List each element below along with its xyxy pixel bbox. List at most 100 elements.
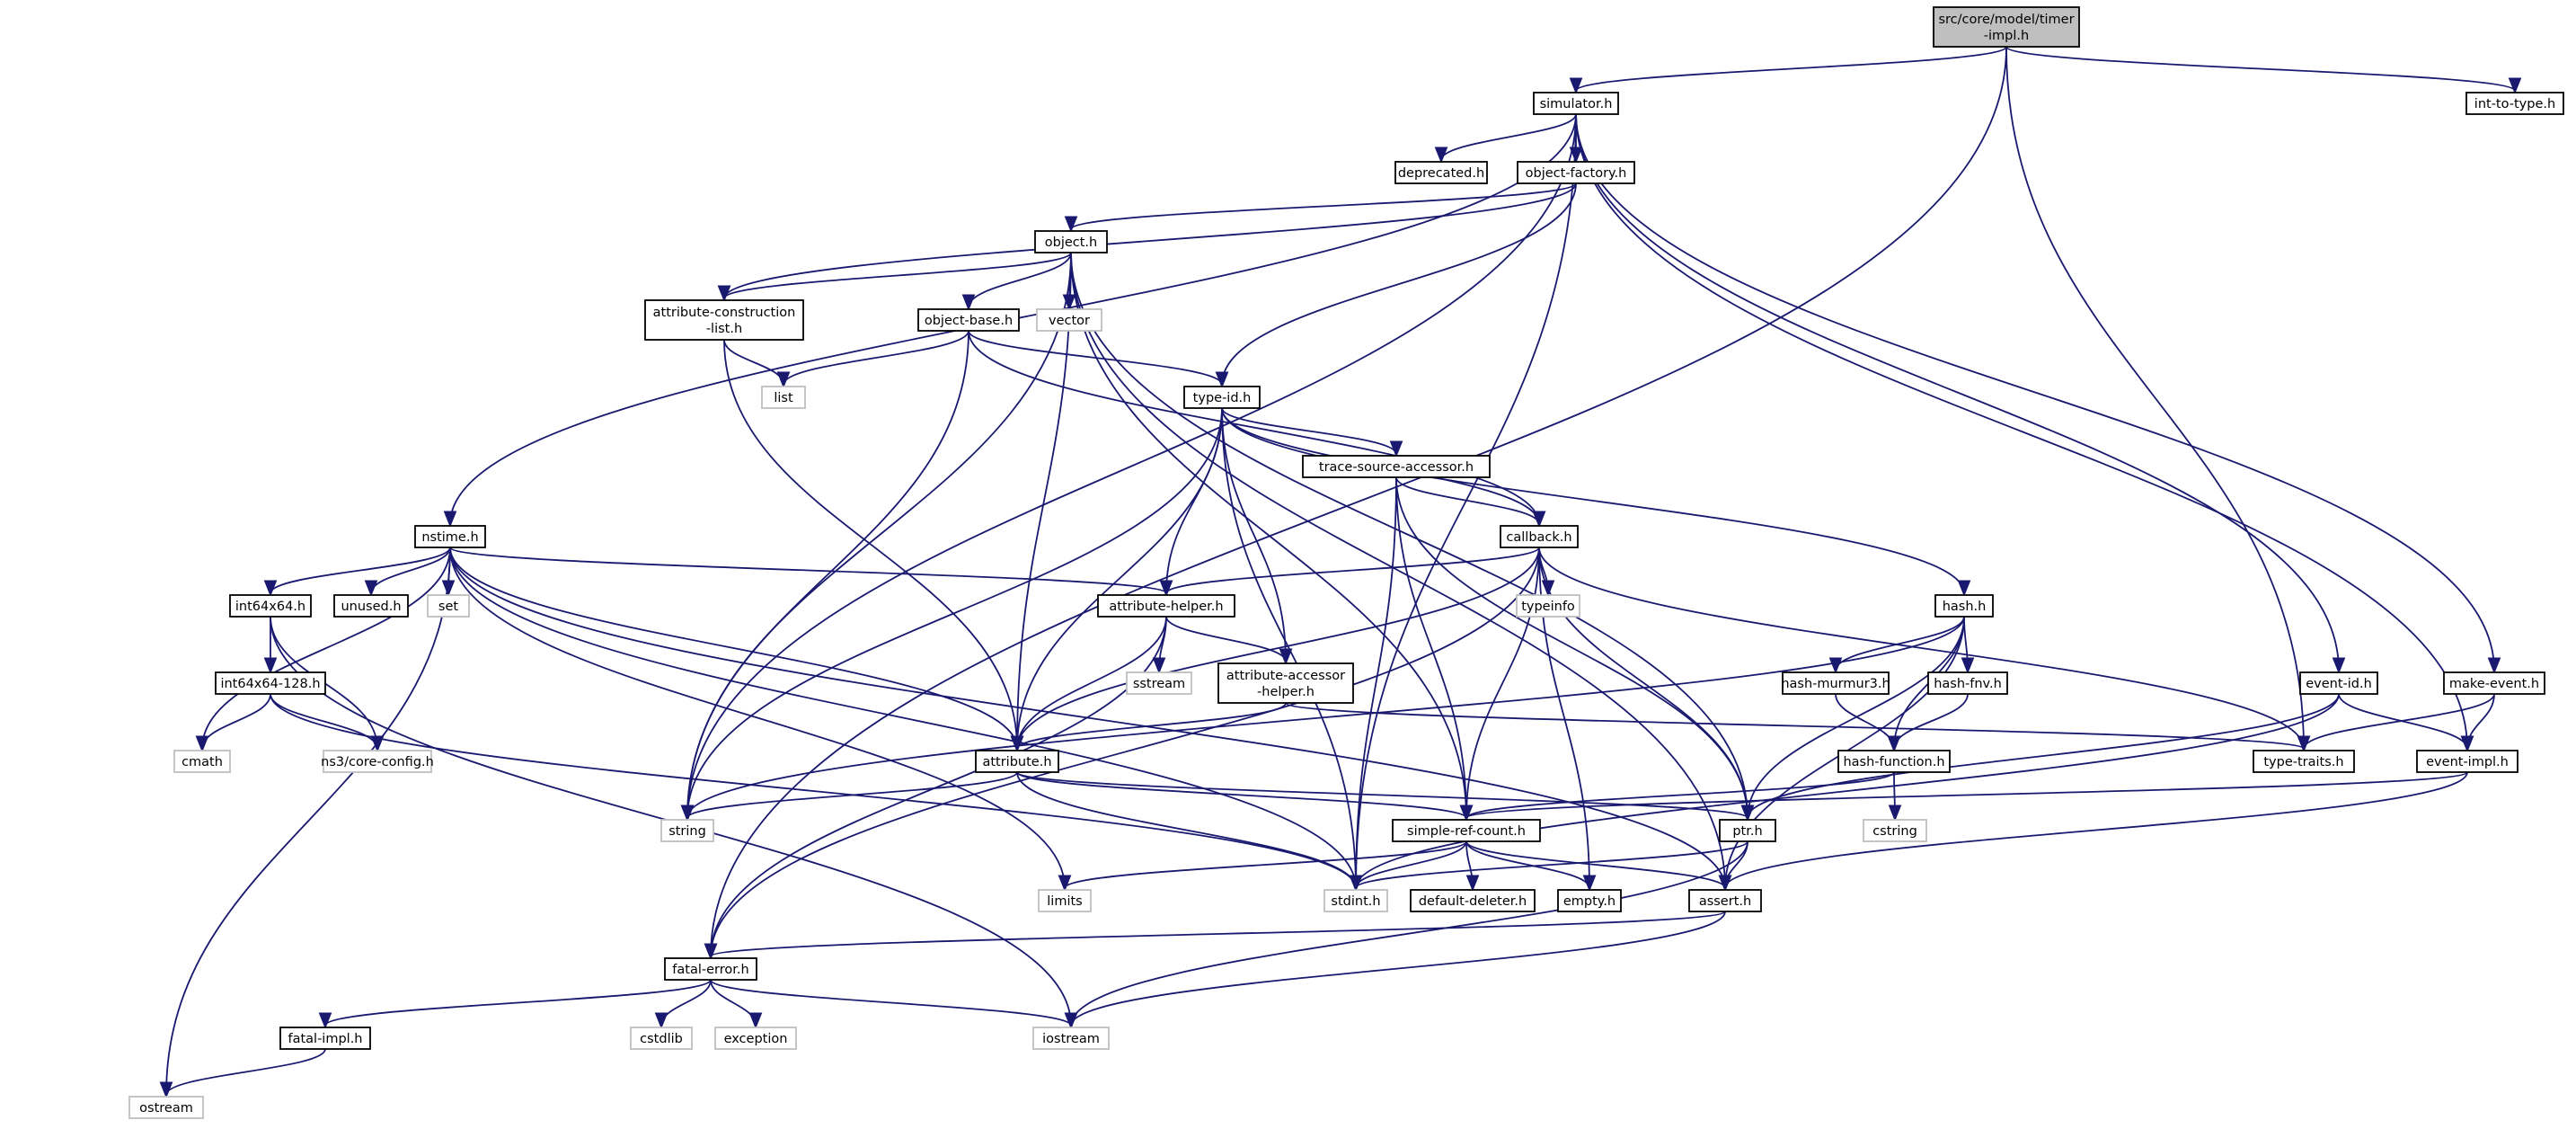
edge-type-id-to-stdint — [1221, 407, 1356, 888]
edge-int64x64-128-to-stdint — [270, 693, 1356, 888]
node-nstime[interactable]: nstime.h — [414, 525, 486, 548]
node-type-id[interactable]: type-id.h — [1183, 386, 1261, 409]
node-object-base[interactable]: object-base.h — [917, 308, 1020, 332]
node-label: fatal-impl.h — [288, 1032, 362, 1046]
edge-hash-function-to-cstring — [1894, 771, 1895, 818]
node-callback[interactable]: callback.h — [1500, 525, 1579, 548]
node-hash-murmur3[interactable]: hash-murmur3.h — [1781, 671, 1890, 695]
edge-type-id-to-string — [687, 407, 1223, 818]
edge-assert-to-iostream — [1071, 911, 1726, 1026]
node-default-deleter[interactable]: default-deleter.h — [1410, 889, 1536, 912]
edge-callback-to-type-traits — [1538, 547, 2304, 749]
node-box — [1038, 889, 1092, 912]
node-box — [1217, 662, 1354, 704]
node-set: set — [427, 594, 470, 618]
edge-fatal-impl-to-ostream — [166, 1048, 326, 1095]
node-label: attribute.h — [982, 755, 1051, 769]
edge-simple-ref-count-to-default-deleter — [1465, 840, 1473, 888]
node-label: iostream — [1042, 1032, 1100, 1046]
edge-object-to-attr-construction — [724, 252, 1072, 298]
node-box — [427, 594, 470, 618]
edge-event-id-to-ptr — [1748, 693, 2340, 818]
node-box — [1034, 230, 1108, 253]
node-label: int64x64-128.h — [220, 677, 320, 691]
node-label: -list.h — [706, 322, 742, 336]
node-label: event-impl.h — [2426, 755, 2509, 769]
node-int-to-type[interactable]: int-to-type.h — [2465, 92, 2564, 115]
node-int64x64[interactable]: int64x64.h — [229, 594, 312, 618]
node-fatal-impl[interactable]: fatal-impl.h — [279, 1027, 371, 1050]
edge-attribute-to-string — [687, 771, 1018, 818]
node-attr-accessor[interactable]: attribute-accessor-helper.h — [1217, 662, 1354, 704]
node-trace-source[interactable]: trace-source-accessor.h — [1302, 455, 1491, 478]
edge-object-base-to-string — [687, 330, 969, 818]
edge-make-event-to-type-traits — [2304, 693, 2495, 749]
node-hash-function[interactable]: hash-function.h — [1837, 750, 1951, 773]
edge-object-to-attribute — [1017, 252, 1072, 749]
node-empty[interactable]: empty.h — [1557, 889, 1622, 912]
node-simple-ref-count[interactable]: simple-ref-count.h — [1392, 819, 1541, 842]
node-make-event[interactable]: make-event.h — [2443, 671, 2545, 695]
node-label: cmath — [181, 755, 223, 769]
node-limits: limits — [1038, 889, 1092, 912]
edge-simulator-to-string — [687, 113, 1577, 818]
node-box — [1557, 889, 1622, 912]
node-label: src/core/model/timer — [1938, 13, 2074, 27]
edge-attr-accessor-to-attribute — [1017, 702, 1287, 749]
node-type-traits[interactable]: type-traits.h — [2253, 750, 2355, 773]
node-box — [660, 819, 714, 842]
node-assert[interactable]: assert.h — [1688, 889, 1762, 912]
node-attribute[interactable]: attribute.h — [975, 750, 1059, 773]
node-string: string — [660, 819, 714, 842]
edge-nstime-to-cmath — [202, 547, 451, 749]
node-deprecated[interactable]: deprecated.h — [1394, 161, 1488, 184]
node-box — [1392, 819, 1541, 842]
node-box — [333, 594, 409, 618]
node-int64x64-128[interactable]: int64x64-128.h — [215, 671, 326, 695]
node-unused[interactable]: unused.h — [333, 594, 409, 618]
node-attribute-helper[interactable]: attribute-helper.h — [1097, 594, 1235, 618]
node-label: object.h — [1045, 236, 1097, 250]
edge-simulator-to-make-event — [1575, 113, 2494, 671]
edge-object-factory-to-object — [1071, 182, 1577, 229]
node-label: ns3/core-config.h — [321, 755, 434, 769]
edge-attribute-to-simple-ref-count — [1016, 771, 1466, 818]
edge-event-impl-to-assert — [1725, 771, 2468, 888]
edge-simple-ref-count-to-empty — [1465, 840, 1589, 888]
node-object-factory[interactable]: object-factory.h — [1517, 161, 1635, 184]
node-label: attribute-accessor — [1226, 669, 1345, 683]
node-box — [1782, 671, 1890, 695]
node-box — [1410, 889, 1536, 912]
node-label: event-id.h — [2306, 677, 2372, 691]
edge-fatal-error-to-cstdlib — [661, 979, 712, 1026]
edge-trace-source-to-callback — [1395, 476, 1539, 524]
edge-int64x64-128-to-cmath — [202, 693, 271, 749]
node-event-id[interactable]: event-id.h — [2299, 671, 2378, 695]
node-box — [761, 386, 806, 409]
edge-event-impl-to-simple-ref-count — [1466, 771, 2468, 818]
node-fatal-error[interactable]: fatal-error.h — [664, 957, 757, 981]
edge-hash-to-hash-murmur3 — [1836, 616, 1965, 671]
node-event-impl[interactable]: event-impl.h — [2416, 750, 2518, 773]
node-ostream: ostream — [128, 1096, 204, 1119]
edge-simple-ref-count-to-limits — [1065, 840, 1467, 888]
node-root[interactable]: src/core/model/timer-impl.h — [1933, 6, 2080, 48]
node-hash-fnv[interactable]: hash-fnv.h — [1927, 671, 2008, 695]
node-box — [1302, 455, 1491, 478]
edge-attr-construction-to-attribute — [723, 339, 1017, 749]
node-label: string — [668, 824, 706, 839]
node-label: hash-fnv.h — [1934, 677, 2002, 691]
node-hash[interactable]: hash.h — [1934, 594, 1994, 618]
node-label: assert.h — [1699, 894, 1751, 909]
node-box — [1934, 594, 1994, 618]
edge-attr-accessor-to-type-traits — [1285, 702, 2304, 749]
node-box — [2253, 750, 2355, 773]
node-attr-construction[interactable]: attribute-construction-list.h — [644, 299, 804, 341]
node-label: empty.h — [1563, 894, 1616, 909]
node-ptr[interactable]: ptr.h — [1719, 819, 1776, 842]
node-box — [1933, 6, 2080, 48]
node-simulator[interactable]: simulator.h — [1533, 92, 1619, 115]
node-object[interactable]: object.h — [1034, 230, 1108, 253]
edge-object-factory-to-attr-construction — [724, 182, 1577, 298]
node-box — [215, 671, 326, 695]
